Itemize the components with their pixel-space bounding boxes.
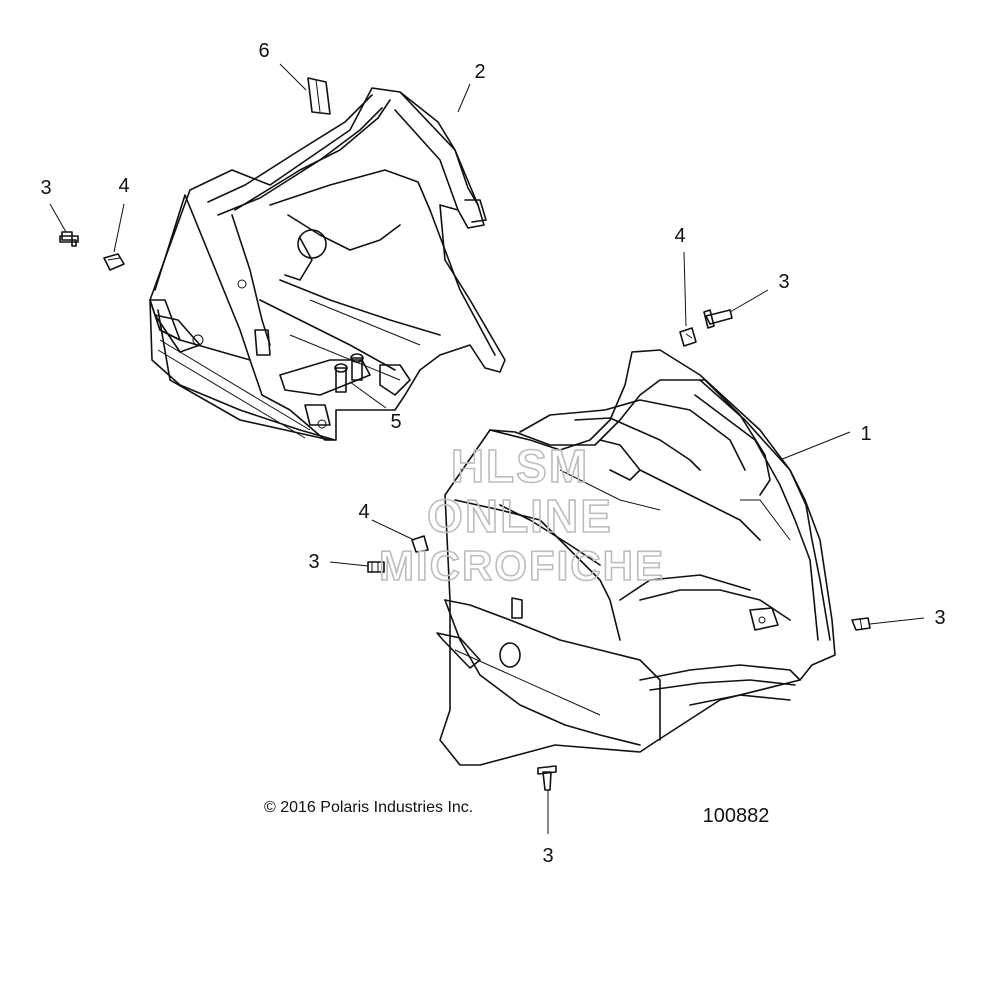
callout-3-far-right: 3 (934, 607, 945, 629)
callout-2: 2 (474, 61, 485, 83)
leader-lines (49, 63, 925, 834)
callout-4-right: 4 (674, 225, 685, 247)
callout-3-top-left: 3 (40, 177, 51, 199)
part-5-bolts (334, 353, 364, 393)
screw-top-left (59, 231, 79, 247)
watermark: HLSM ONLINE MICROFICHE (378, 439, 665, 590)
part-2-rear-cover (149, 87, 506, 441)
callout-6: 6 (258, 40, 269, 62)
callout-3-right: 3 (778, 271, 789, 293)
part-6-pad (307, 77, 331, 115)
callout-1: 1 (860, 423, 871, 445)
watermark-line-3: MICROFICHE (379, 542, 665, 589)
copyright-text: © 2016 Polaris Industries Inc. (264, 799, 473, 816)
callout-3-mid: 3 (308, 551, 319, 573)
clip-right (679, 327, 697, 347)
screw-bottom (537, 765, 557, 791)
callout-4-mid: 4 (358, 501, 369, 523)
screw-right (703, 309, 733, 329)
clip-mid (411, 535, 429, 553)
callout-5: 5 (390, 411, 401, 433)
callout-3-bottom: 3 (542, 845, 553, 867)
clip-top-left (103, 253, 125, 271)
watermark-line-2: ONLINE (427, 490, 613, 542)
watermark-line-1: HLSM (451, 440, 589, 492)
diagram-number: 100882 (703, 805, 770, 827)
screw-mid (367, 561, 385, 573)
screw-far-right (851, 617, 871, 631)
part-1-front-cover (436, 349, 836, 766)
callout-4-top-left: 4 (118, 175, 129, 197)
